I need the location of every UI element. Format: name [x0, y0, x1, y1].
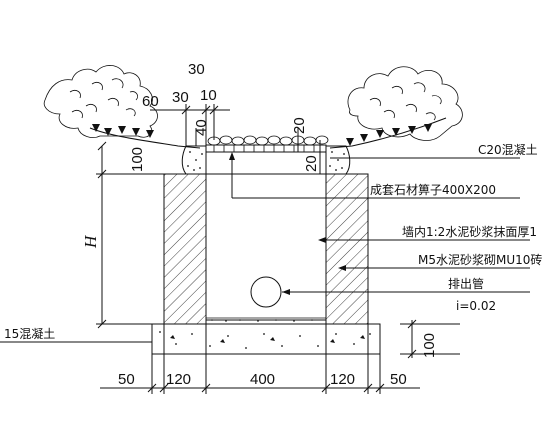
dim-right-100: 100 [421, 333, 438, 358]
drain-pipe-circle [250, 276, 282, 308]
floor-dots [211, 319, 313, 322]
concrete-base [151, 323, 381, 355]
label-c20-concrete: C20混凝土 [478, 142, 538, 157]
dim-mid-20: 20 [303, 155, 320, 172]
dim-top-20: 20 [291, 117, 308, 134]
ground-line-left [89, 127, 201, 149]
channel-interior [205, 173, 327, 321]
top-dimensions [150, 104, 321, 174]
label-drain-pipe: 排出管 [448, 276, 484, 291]
grate-slots [213, 145, 315, 152]
label-grate: 成套石材箅子400X200 [370, 182, 496, 197]
label-slope: i=0.02 [456, 299, 496, 313]
dim-top-30b: 30 [172, 89, 189, 106]
dim-top-40: 40 [193, 119, 210, 136]
label-base-concrete: 15混凝土 [4, 326, 55, 341]
right-shrubs [346, 66, 463, 146]
dim-bottom-50-right: 50 [390, 371, 407, 388]
dim-bottom-120-left: 120 [166, 371, 191, 388]
leader-lines [0, 157, 530, 343]
dim-top-30: 30 [188, 61, 205, 78]
brick-wall-right [325, 173, 369, 325]
height-dimension [96, 141, 164, 329]
dim-bottom-50-left: 50 [118, 371, 135, 388]
label-masonry: M5水泥砂浆砌MU10砖 [418, 252, 542, 267]
dim-bottom-400: 400 [250, 371, 275, 388]
dim-top-60: 60 [142, 93, 159, 110]
dim-top-10: 10 [200, 87, 217, 104]
base-height-dimension [400, 319, 460, 359]
left-shrubs [43, 65, 158, 138]
brick-wall-left [163, 173, 207, 325]
dim-height-h: H [81, 234, 100, 249]
ground-line-right [329, 117, 447, 149]
cobble-edging [207, 135, 329, 146]
bottom-dimension-chain [100, 320, 420, 394]
dim-bottom-120-right: 120 [330, 371, 355, 388]
label-plaster: 墙内1:2水泥砂浆抹面厚1 [402, 224, 537, 239]
concrete-dots [187, 151, 345, 171]
base-dots [159, 331, 371, 349]
leader-arrows [229, 152, 346, 295]
dim-left-100: 100 [129, 147, 146, 172]
